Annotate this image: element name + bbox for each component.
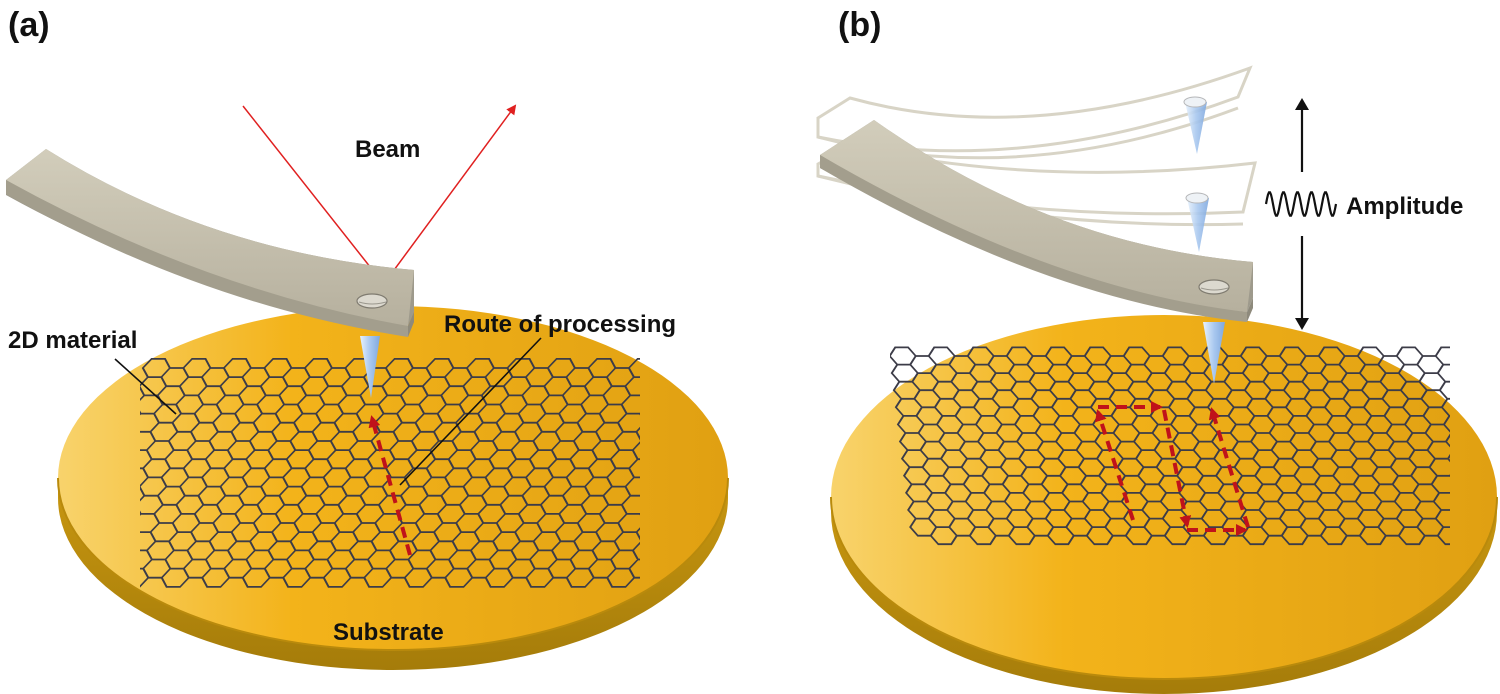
route-leader: [399, 337, 542, 486]
panel-a-label: (a): [8, 6, 50, 44]
beam-label: Beam: [355, 136, 420, 163]
cantilever-b: [820, 120, 1253, 322]
route-arrow-a: [368, 415, 412, 556]
tip-a: [360, 336, 380, 398]
reflected-beam: [382, 104, 517, 286]
cantilever-a: [6, 149, 414, 337]
route-loop-b: [1095, 401, 1250, 536]
route-label: Route of processing: [444, 311, 676, 338]
lattice-b: [890, 346, 1450, 546]
incident-beam: [242, 105, 384, 284]
lattice-cells: [140, 358, 640, 588]
tip-hole-a: [356, 293, 388, 309]
material-leader: [114, 358, 177, 415]
substrate-label: Substrate: [333, 619, 444, 646]
material-label: 2D material: [8, 327, 137, 354]
panel-b-label: (b): [838, 6, 881, 44]
amplitude-label: Amplitude: [1346, 193, 1463, 220]
panel-b: (b): [816, 6, 1498, 694]
panel-a: (a) Beam 2D material: [6, 6, 729, 670]
tip-hole-b: [1198, 279, 1230, 295]
ghost-tip-upper: [1185, 102, 1207, 154]
ghost-tip-middle: [1187, 198, 1209, 252]
amplitude-wave-icon: [1264, 191, 1338, 217]
lattice-a: [140, 358, 640, 588]
lattice-cells: [890, 346, 1450, 546]
tip-b: [1203, 322, 1225, 384]
